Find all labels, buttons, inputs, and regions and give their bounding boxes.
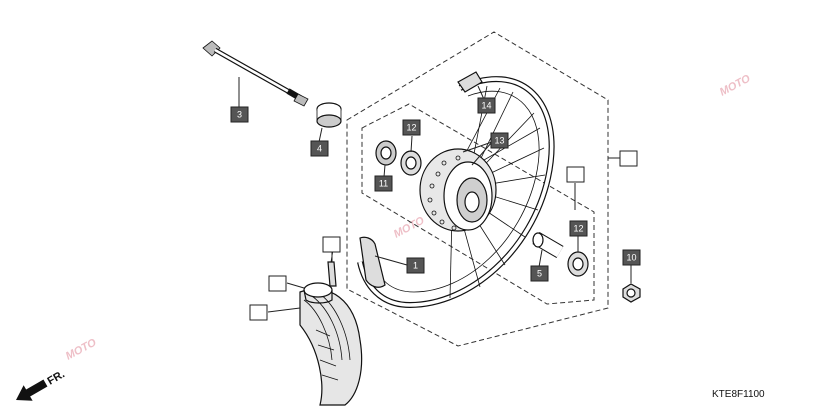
tire-part xyxy=(299,288,363,406)
callout-1-label: 1 xyxy=(413,261,418,271)
wheel-rim xyxy=(357,71,555,309)
callout-12-right-label: 12 xyxy=(573,224,583,234)
callout-empty-wheel xyxy=(619,150,638,167)
wheel-hub xyxy=(419,148,497,232)
watermark-text: MOTO xyxy=(718,72,753,98)
axle-part xyxy=(202,40,309,107)
watermark-center: MOTO xyxy=(392,214,427,240)
watermark-top-right: MOTO xyxy=(718,72,753,98)
callout-14-label: 14 xyxy=(481,101,491,111)
front-direction-arrow: FR. xyxy=(16,368,67,401)
diagram-code: KTE8F1100 xyxy=(712,389,765,400)
callout-3: 3 xyxy=(230,106,249,123)
callout-12-right: 12 xyxy=(569,220,588,237)
watermark-bottom-left: MOTO xyxy=(64,336,99,362)
axle-nut-part xyxy=(622,283,641,303)
callout-empty-rim-band xyxy=(322,236,341,253)
callout-empty-tube xyxy=(268,275,287,292)
watermark-text: MOTO xyxy=(64,336,99,362)
callout-12-left-label: 12 xyxy=(406,123,416,133)
callout-4: 4 xyxy=(310,140,329,157)
watermark-text: MOTO xyxy=(392,214,427,240)
distance-collar-part xyxy=(532,231,564,259)
callout-11: 11 xyxy=(374,175,393,192)
callout-13-label: 13 xyxy=(494,136,504,146)
callout-5-label: 5 xyxy=(537,269,542,279)
callout-10-label: 10 xyxy=(626,253,636,263)
callout-4-label: 4 xyxy=(317,144,322,154)
callout-5: 5 xyxy=(530,265,549,282)
callout-empty-hub xyxy=(566,166,585,183)
callout-13: 13 xyxy=(490,132,509,149)
callout-12-left: 12 xyxy=(402,119,421,136)
callout-empty-tire xyxy=(249,304,268,321)
left-seal-part xyxy=(375,140,397,166)
callout-10: 10 xyxy=(622,249,641,266)
right-bearing-part xyxy=(567,251,589,277)
callout-14: 14 xyxy=(477,97,496,114)
spacer-part xyxy=(316,102,342,128)
callout-3-label: 3 xyxy=(237,110,242,120)
callout-1: 1 xyxy=(406,257,425,274)
hub-group-frame xyxy=(361,103,595,305)
tube-part xyxy=(303,282,333,304)
left-bearing-part xyxy=(400,150,422,176)
assembly-frame xyxy=(346,31,609,347)
callout-11-label: 11 xyxy=(379,179,388,189)
direction-label: FR. xyxy=(46,368,67,387)
